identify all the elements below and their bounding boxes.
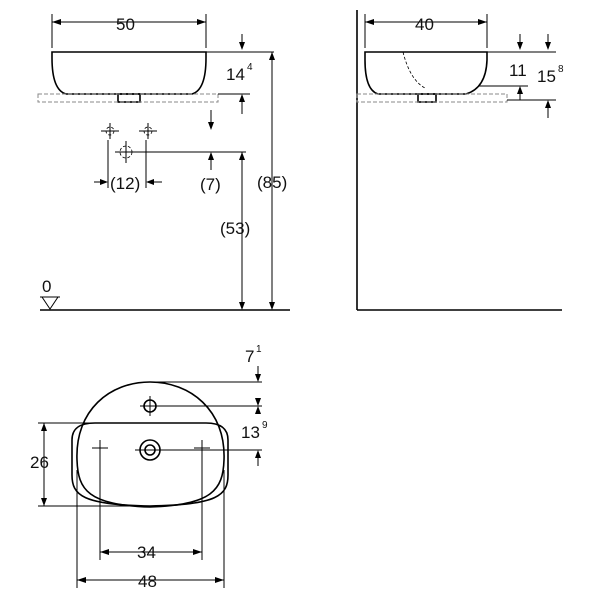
arrow-up <box>255 406 261 414</box>
floor-level-label: 0 <box>42 277 51 296</box>
countertop-side <box>356 93 508 103</box>
bolt-hole-right <box>194 440 210 456</box>
dim-7-label: (7) <box>200 175 221 194</box>
arrow-up <box>239 94 245 102</box>
arrow-right <box>193 549 202 555</box>
arrow-down <box>545 42 551 50</box>
arrow-right <box>215 577 224 583</box>
arrow-down <box>41 498 47 506</box>
arrow-up <box>41 423 47 431</box>
basin-bowl-top <box>71 422 229 507</box>
dim-48-label: 48 <box>138 572 157 591</box>
arrow-up <box>517 86 523 94</box>
basin-side <box>364 51 488 95</box>
top-view: 7 1 13 9 26 34 48 <box>30 344 268 591</box>
front-view: 50 14 4 (7) <box>37 14 290 311</box>
dim-26-label: 26 <box>30 453 49 472</box>
arrow-right <box>100 179 108 185</box>
arrow-up <box>255 450 261 458</box>
dim-53-label: (53) <box>220 219 250 238</box>
dim-85-label: (85) <box>257 173 287 192</box>
arrow-left <box>77 577 86 583</box>
width-50-label: 50 <box>116 15 135 34</box>
arrow-down <box>269 302 275 310</box>
side-view: 40 11 15 8 <box>356 10 564 311</box>
arrow-left <box>100 549 109 555</box>
arrow-up <box>269 52 275 60</box>
arrow-up <box>545 100 551 108</box>
basin-inner-profile <box>402 51 426 89</box>
outlet-front <box>117 93 141 103</box>
arrow-right <box>197 19 206 25</box>
arrow-right <box>478 19 487 25</box>
dim-13-9-label: 13 <box>241 423 260 442</box>
arrow-up <box>239 152 245 160</box>
arrow-down <box>239 302 245 310</box>
dim-13-9-sup: 9 <box>262 420 268 431</box>
floor-level-triangle <box>41 296 59 310</box>
bolt-hole-left <box>92 440 108 456</box>
depth-40-label: 40 <box>415 15 434 34</box>
basin-front <box>51 51 207 95</box>
dim-15-sup: 8 <box>558 64 564 75</box>
tap-connection-right <box>139 123 157 139</box>
dim-11-label: 11 <box>509 61 527 80</box>
dim-15-label: 15 <box>537 67 556 86</box>
arrow-left <box>52 19 61 25</box>
countertop-front <box>37 93 219 103</box>
outlet-side <box>417 93 437 103</box>
arrow-left <box>365 19 374 25</box>
basin-outline-top <box>76 381 225 508</box>
dim-14-label: 14 <box>226 65 245 84</box>
dim-12-label: (12) <box>110 174 140 193</box>
dim-14-sup: 4 <box>247 62 253 73</box>
dim-34-label: 34 <box>137 543 156 562</box>
arrow-down <box>255 398 261 406</box>
arrow-left <box>146 179 154 185</box>
arrow-up <box>208 152 214 160</box>
arrow-down <box>517 42 523 50</box>
dim-7-1-sup: 1 <box>256 344 262 355</box>
dim-7-1-label: 7 <box>245 347 254 366</box>
arrow-down <box>208 122 214 130</box>
tap-connection-left <box>101 123 119 139</box>
arrow-down <box>255 374 261 382</box>
arrow-down <box>239 42 245 50</box>
